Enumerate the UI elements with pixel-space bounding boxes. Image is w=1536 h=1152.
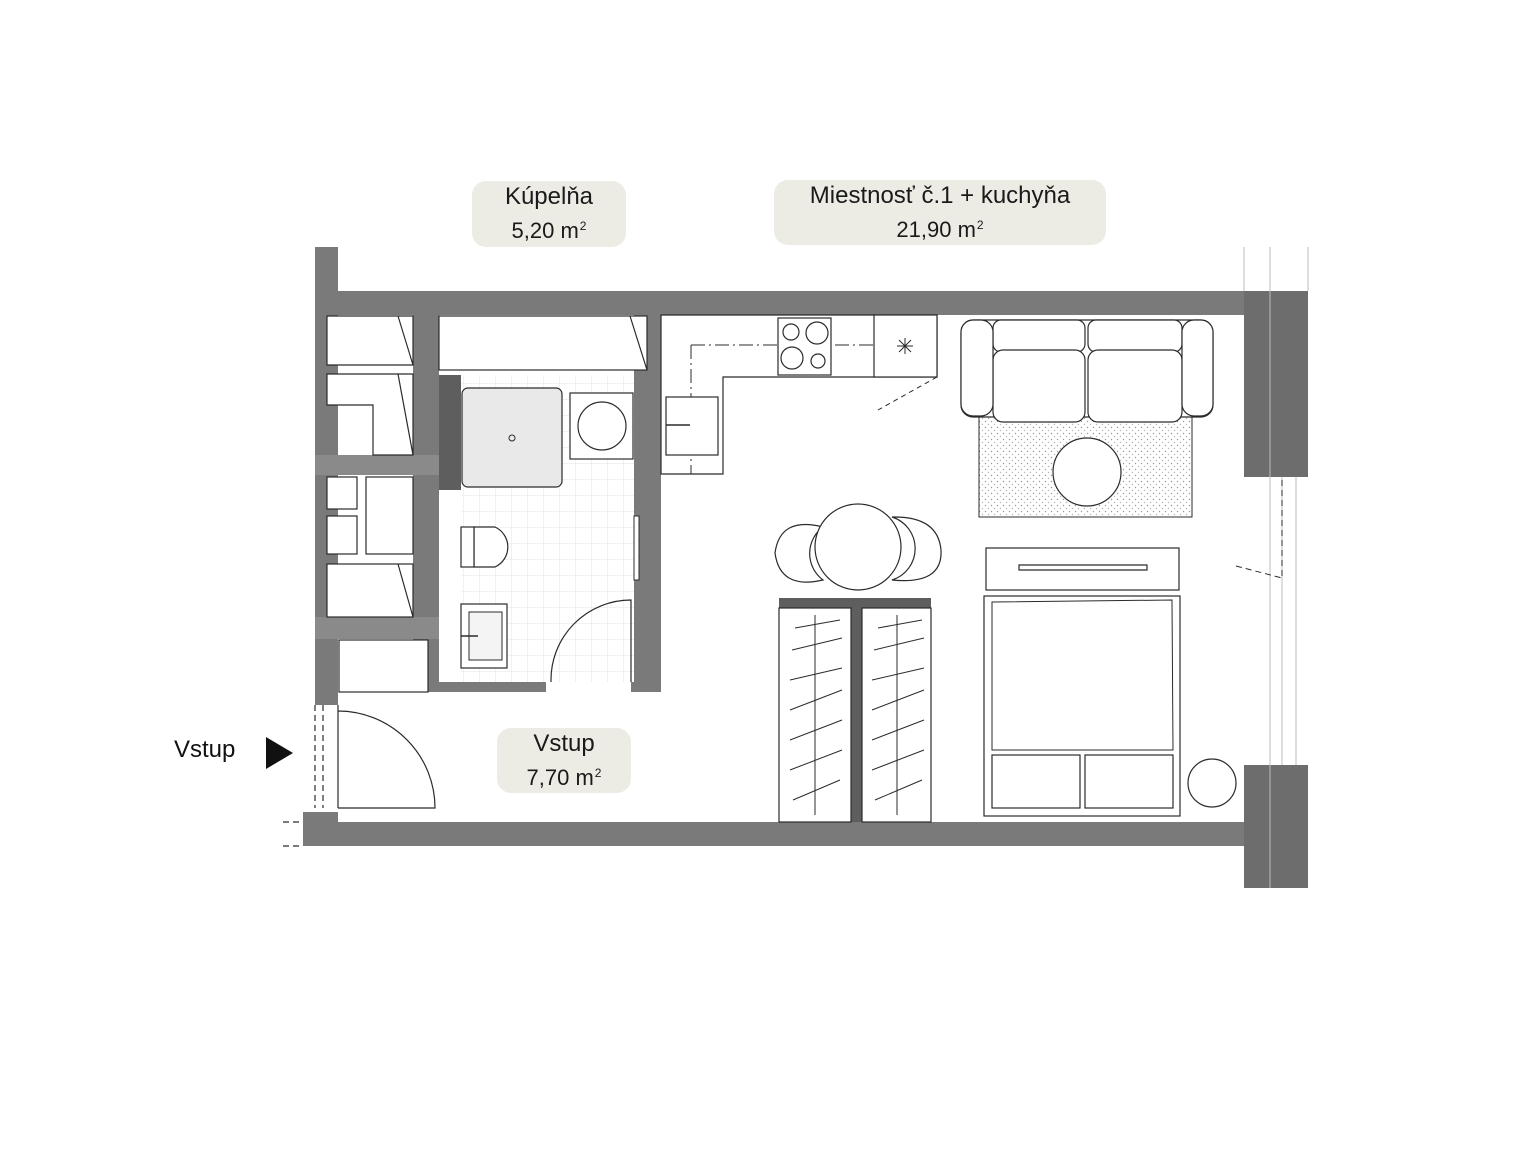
chair-right: [891, 516, 942, 582]
entry-arrow-icon: [266, 737, 293, 769]
nightstand: [1187, 758, 1237, 808]
wall-shaft-1: [315, 455, 439, 475]
towel-rail: [633, 515, 640, 581]
room-label-living-kitchen: Miestnosť č.1 + kuchyňa 21,90 m2: [774, 180, 1106, 245]
room-area: 7,70 m2: [526, 765, 602, 790]
entrance-door: [283, 705, 436, 847]
shower-drain: [508, 434, 516, 442]
wall-bottom: [303, 822, 1247, 846]
shower-tray: [461, 387, 563, 488]
wall-top: [338, 291, 1308, 315]
room-label-bathroom: Kúpelňa 5,20 m2: [472, 181, 626, 247]
kitchen-sink: [665, 396, 719, 456]
wall-right-upper: [1244, 291, 1308, 477]
wall-bath-right: [634, 315, 661, 692]
coffee-table: [1052, 437, 1122, 507]
washing-machine: [569, 392, 634, 460]
kitchen: [660, 314, 938, 475]
dining-table: [814, 503, 902, 591]
wall-right-lower: [1244, 765, 1308, 888]
bathroom: [460, 375, 640, 683]
wall-shaft-3: [439, 375, 461, 490]
bed-area: [983, 547, 1237, 817]
room-area: 21,90 m2: [896, 217, 984, 242]
chair-left: [774, 523, 825, 583]
pillow-left: [991, 754, 1081, 809]
room-name: Vstup: [533, 730, 595, 757]
room-name: Kúpelňa: [504, 183, 594, 210]
storage-niches: [326, 315, 648, 693]
wall-bath-bottom-right: [631, 682, 661, 692]
toilet: [473, 526, 509, 568]
walls: [303, 247, 1308, 888]
room-name: Miestnosť č.1 + kuchyňa: [809, 182, 1071, 209]
balcony-door: [1235, 480, 1283, 579]
wall-shaft-2: [315, 617, 439, 639]
bathroom-door: [550, 599, 632, 683]
room-area: 5,20 m2: [511, 218, 587, 243]
wall-bath-bottom: [428, 682, 546, 692]
pillow-right: [1084, 754, 1174, 809]
wardrobes: [778, 598, 932, 823]
sofa-area: [960, 319, 1214, 518]
room-label-entrance: Vstup 7,70 m2: [497, 728, 631, 793]
dining-set: [774, 503, 942, 591]
entry-marker-label: Vstup: [174, 736, 236, 763]
